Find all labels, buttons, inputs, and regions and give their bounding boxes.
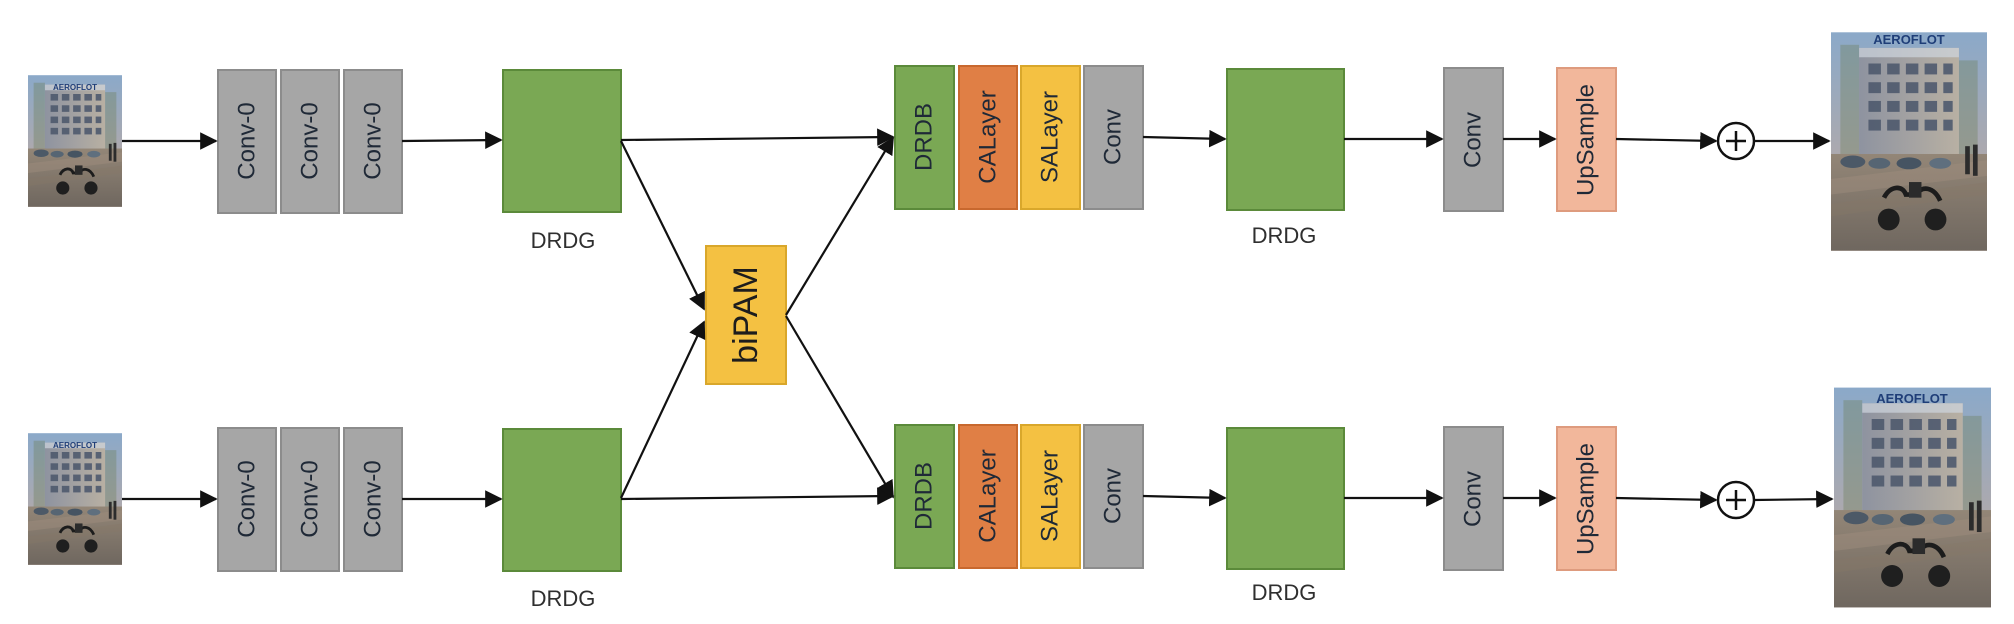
top-second-drdg-label: DRDG — [1252, 223, 1317, 248]
bipam-block — [705, 245, 787, 385]
top-first-drdg-block — [502, 69, 622, 213]
top-salayer-box — [1020, 65, 1081, 210]
conv0-box-3-top — [343, 69, 403, 214]
conv0-label-1-bottom: Conv-0 — [234, 460, 261, 537]
bottom-conv-label: Conv — [1460, 471, 1487, 527]
conv0-box-2-bottom — [280, 427, 340, 572]
bottom-drdb-box — [894, 424, 955, 569]
conv0-label-3-bottom: Conv-0 — [360, 460, 387, 537]
bottom-salayer-label: SALayer — [1037, 450, 1064, 542]
conv0-label-1-top: Conv-0 — [234, 102, 261, 179]
conv0-box-1-top — [217, 69, 277, 214]
top-output-thumbnail: AEROFLOT — [1831, 32, 1987, 251]
top-salayer-label: SALayer — [1037, 91, 1064, 183]
arrow-bottom-drdg-to-drdb — [620, 487, 895, 505]
arrow-top-fusion-to-drdg — [1142, 129, 1227, 148]
top-conv-label: Conv — [1460, 112, 1487, 168]
top-calayer-label: CALayer — [975, 90, 1002, 183]
top-drdb-label: DRDB — [911, 103, 938, 171]
conv0-box-1-bottom — [217, 427, 277, 572]
arrow-bottom-upsample-to-plus — [1615, 490, 1718, 509]
arrow-bottom-plus-to-output — [1753, 490, 1834, 509]
arrow-bottom-fusion-to-drdg — [1142, 488, 1227, 507]
top-plus-node — [1716, 121, 1756, 161]
bottom-fusion-stack: DRDB CALayer SALayer Conv — [894, 424, 1144, 569]
bottom-second-drdg-label: DRDG — [1252, 580, 1317, 605]
bipam-label: biPAM — [727, 266, 765, 364]
bottom-first-drdg-block — [502, 428, 622, 572]
top-conv0-stack: Conv-0 Conv-0 Conv-0 — [217, 69, 403, 214]
bottom-calayer-box — [958, 424, 1018, 569]
arrow-top-drdg-to-drdb — [620, 128, 895, 146]
bottom-salayer-box — [1020, 424, 1081, 569]
conv0-box-3-bottom — [343, 427, 403, 572]
top-second-drdg-block — [1226, 68, 1345, 211]
conv0-label-3-top: Conv-0 — [360, 102, 387, 179]
conv0-label-2-bottom: Conv-0 — [297, 460, 324, 537]
top-input-sign-text: AEROFLOT — [53, 83, 97, 92]
top-conv-label-fusion: Conv — [1100, 109, 1127, 165]
arrow-bipam-to-top-drdb — [785, 136, 894, 316]
bottom-upsample-block — [1556, 426, 1617, 571]
arrow-top-conv0-to-drdg — [401, 131, 503, 149]
bottom-input-sign-text: AEROFLOT — [53, 441, 97, 450]
bottom-drdb-label: DRDB — [911, 462, 938, 530]
bottom-output-sign-text: AEROFLOT — [1876, 391, 1948, 406]
top-output-sign-text: AEROFLOT — [1873, 32, 1945, 47]
conv0-label-2-top: Conv-0 — [297, 102, 324, 179]
arrow-top-drdg-to-bipam — [620, 140, 705, 311]
bottom-input-thumbnail: AEROFLOT — [28, 432, 122, 566]
top-first-drdg-label: DRDG — [531, 228, 596, 253]
top-conv-block — [1443, 67, 1504, 212]
bottom-conv-label-fusion: Conv — [1100, 468, 1127, 524]
conv0-box-2-top — [280, 69, 340, 214]
top-calayer-box — [958, 65, 1018, 210]
arrow-bipam-to-bottom-drdb — [785, 315, 894, 499]
top-drdb-box — [894, 65, 955, 210]
bottom-second-drdg-block — [1226, 427, 1345, 570]
arrow-top-upsample-to-plus — [1615, 131, 1718, 150]
top-upsample-label: UpSample — [1573, 84, 1600, 196]
bottom-plus-node — [1716, 480, 1756, 520]
bottom-calayer-label: CALayer — [975, 449, 1002, 542]
bottom-conv0-stack: Conv-0 Conv-0 Conv-0 — [217, 427, 403, 572]
arrow-bottom-drdg-to-bipam — [620, 320, 706, 499]
bottom-first-drdg-label: DRDG — [531, 586, 596, 611]
top-input-thumbnail: AEROFLOT — [28, 74, 122, 208]
bottom-output-thumbnail: AEROFLOT — [1834, 388, 1991, 608]
top-fusion-stack: DRDB CALayer SALayer Conv — [894, 65, 1144, 210]
top-upsample-block — [1556, 67, 1617, 212]
bottom-upsample-label: UpSample — [1573, 443, 1600, 555]
bottom-conv-block — [1443, 426, 1504, 571]
